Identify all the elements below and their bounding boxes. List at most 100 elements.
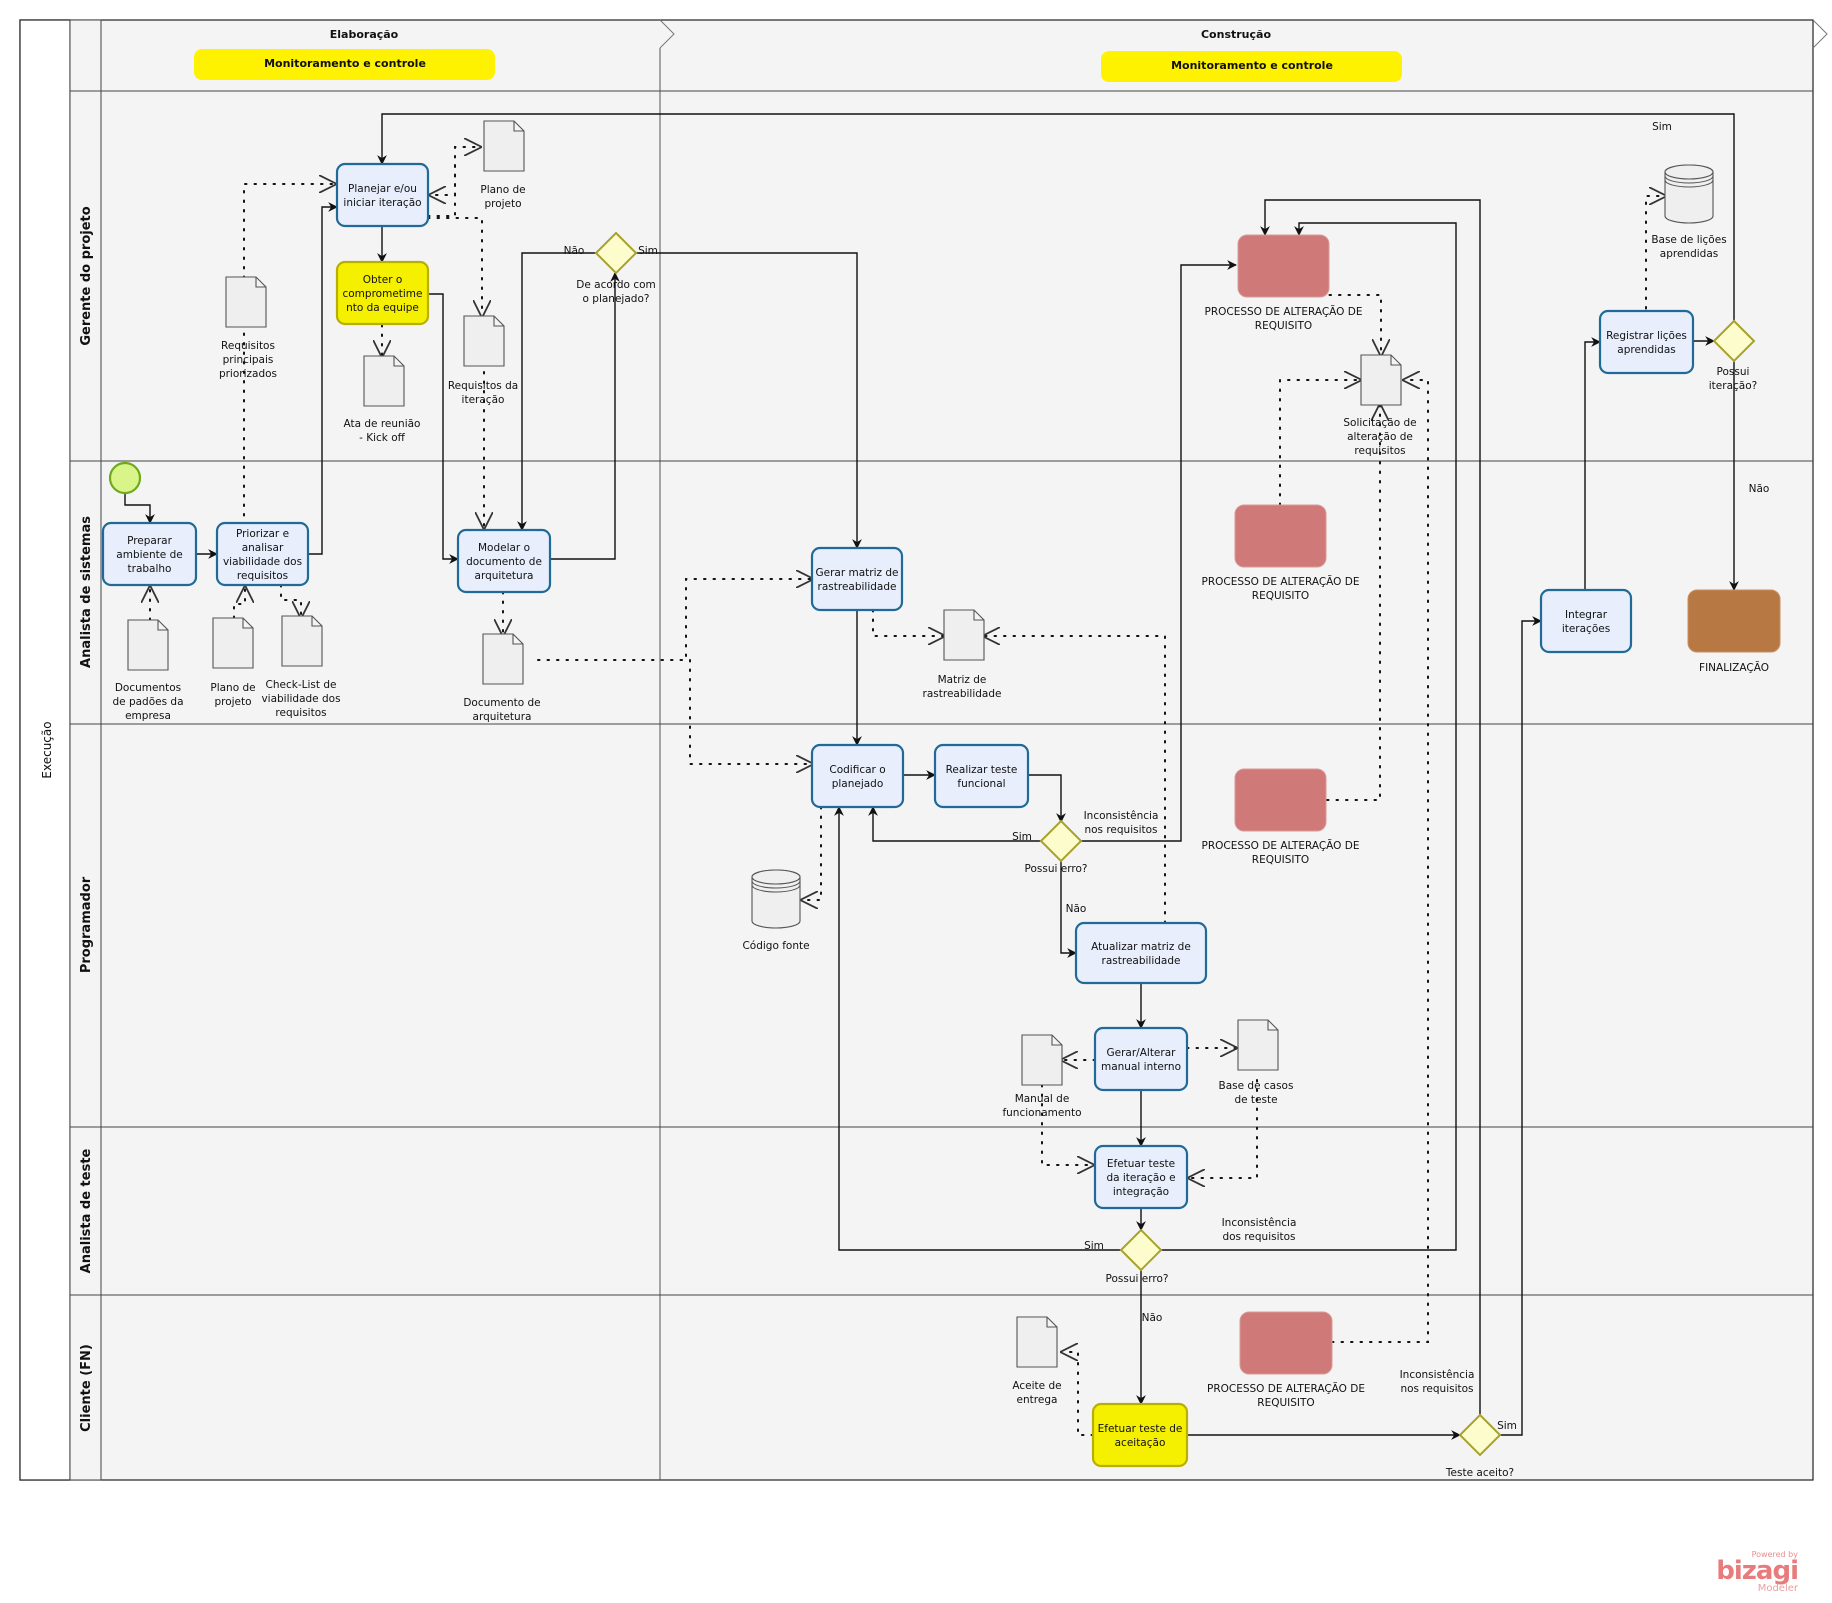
flow-erro1-sim[interactable] [868,806,1041,842]
document-icon[interactable] [1016,1316,1058,1368]
document-icon[interactable] [463,315,505,367]
flow-priorizar-planejar[interactable] [308,202,338,555]
gateway-diamond[interactable] [594,231,638,275]
task-shape[interactable] [1091,1402,1189,1468]
flow-erro1-inconsistencia[interactable] [1081,260,1237,842]
task-shape[interactable] [335,162,430,228]
task-shape[interactable] [101,521,198,587]
task-shape[interactable] [933,743,1030,809]
document-icon[interactable] [1021,1034,1063,1086]
task-shape[interactable] [335,260,430,326]
document-icon[interactable] [127,619,169,671]
task-shape[interactable] [810,546,904,612]
flow-start-preparar[interactable] [124,493,155,524]
task-shape[interactable] [1093,1144,1189,1210]
gateway-aceito[interactable]: Teste aceito? [1445,1413,1514,1479]
task-shape[interactable] [1598,309,1695,375]
data-store-codigo-fonte[interactable]: Código fonte [742,869,810,952]
flow-obter-modelar[interactable] [428,293,459,564]
flow-teste-erro1[interactable] [1028,774,1066,823]
document-icon[interactable] [281,615,323,667]
subprocess-shape[interactable] [1234,504,1327,568]
subprocess-shape[interactable] [1237,234,1330,298]
task-shape[interactable] [215,521,310,587]
data-object-label: Matriz de [938,674,987,686]
task-shape[interactable] [810,743,905,809]
bizagi-watermark: Powered by bizagi Modeler [1716,1550,1799,1594]
document-icon[interactable] [483,120,525,172]
gateway-erro-2[interactable]: Possui erro? [1106,1228,1169,1285]
flow-aceito-inconsistencia[interactable] [1260,199,1481,1415]
task-shape[interactable] [1093,1026,1189,1092]
flow-iteracao-sim[interactable] [377,113,1735,321]
flow-acordo-sim[interactable] [636,252,862,549]
document-icon[interactable] [212,617,254,669]
task-shape[interactable] [1539,588,1633,654]
document-icon[interactable] [1237,1019,1279,1071]
assoc-plano2-priorizar [233,587,245,619]
flow-label: Inconsistência [1084,810,1159,822]
data-object-ata[interactable]: Ata de reunião- Kick off [344,355,421,444]
flow-erro2-inconsistencia[interactable] [1161,222,1457,1251]
start-event[interactable] [108,461,142,495]
flow-erro1-nao[interactable] [1060,861,1077,958]
flow-modelar-acordo[interactable] [550,272,620,560]
gateway-diamond[interactable] [1039,819,1083,863]
gateway-diamond[interactable] [1119,1228,1163,1272]
gateway-diamond[interactable] [1458,1413,1502,1457]
task-shape[interactable] [456,528,552,594]
document-icon[interactable] [482,633,524,685]
flow-aceito-sim[interactable] [1500,616,1542,1436]
flow-erro2-sim[interactable] [834,806,1121,1251]
gateway-diamond[interactable] [1712,319,1756,363]
subprocess-shape[interactable] [1239,1311,1333,1375]
task-shape[interactable] [1074,921,1208,985]
document-icon[interactable] [363,355,405,407]
subprocess-shape[interactable] [1234,768,1327,832]
document-icon[interactable] [943,609,985,661]
task-label: viabilidade dos [223,556,302,568]
document-icon[interactable] [225,276,267,328]
document-icon[interactable] [1360,354,1402,406]
subprocess-finalizacao[interactable]: FINALIZAÇÃO [1687,589,1781,674]
flow-integrar-registrar[interactable] [1584,337,1601,590]
flow-acordo-nao[interactable] [517,252,596,531]
subprocess-shape[interactable] [1687,589,1781,653]
data-object-label: principais [223,354,274,366]
gateway-erro-1[interactable]: Possui erro? [1025,819,1088,875]
